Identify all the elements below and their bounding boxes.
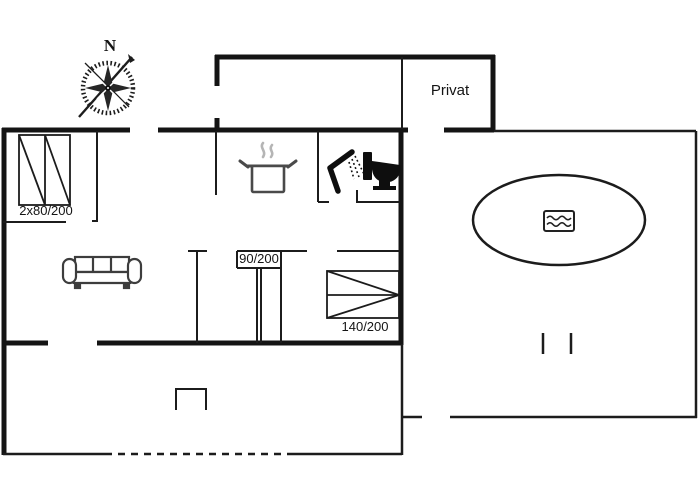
private-room-label: Privat xyxy=(430,82,470,99)
bed-size-label-90: 90/200 xyxy=(239,251,279,266)
compass-rose-icon xyxy=(78,54,136,118)
annex-walls xyxy=(400,129,698,455)
double-bed-140 xyxy=(326,270,400,319)
whirlpool-icon xyxy=(471,173,647,267)
exterior-walls xyxy=(1,54,496,455)
bed-size-label-2x80: 2x80/200 xyxy=(19,203,73,218)
compass-north-label: N xyxy=(103,36,117,55)
sofa-icon xyxy=(61,255,143,290)
shower-icon xyxy=(327,149,364,194)
water-symbol-icon xyxy=(543,210,575,232)
interior-walls xyxy=(3,57,403,343)
annex-entrance-marks xyxy=(541,333,573,354)
bed-size-label-140: 140/200 xyxy=(341,319,389,334)
steam-icon xyxy=(260,141,274,159)
terrace-step xyxy=(175,388,207,410)
toilet-icon xyxy=(363,152,401,190)
double-bed-2x80 xyxy=(18,134,71,206)
cooking-pot-icon xyxy=(238,141,298,194)
